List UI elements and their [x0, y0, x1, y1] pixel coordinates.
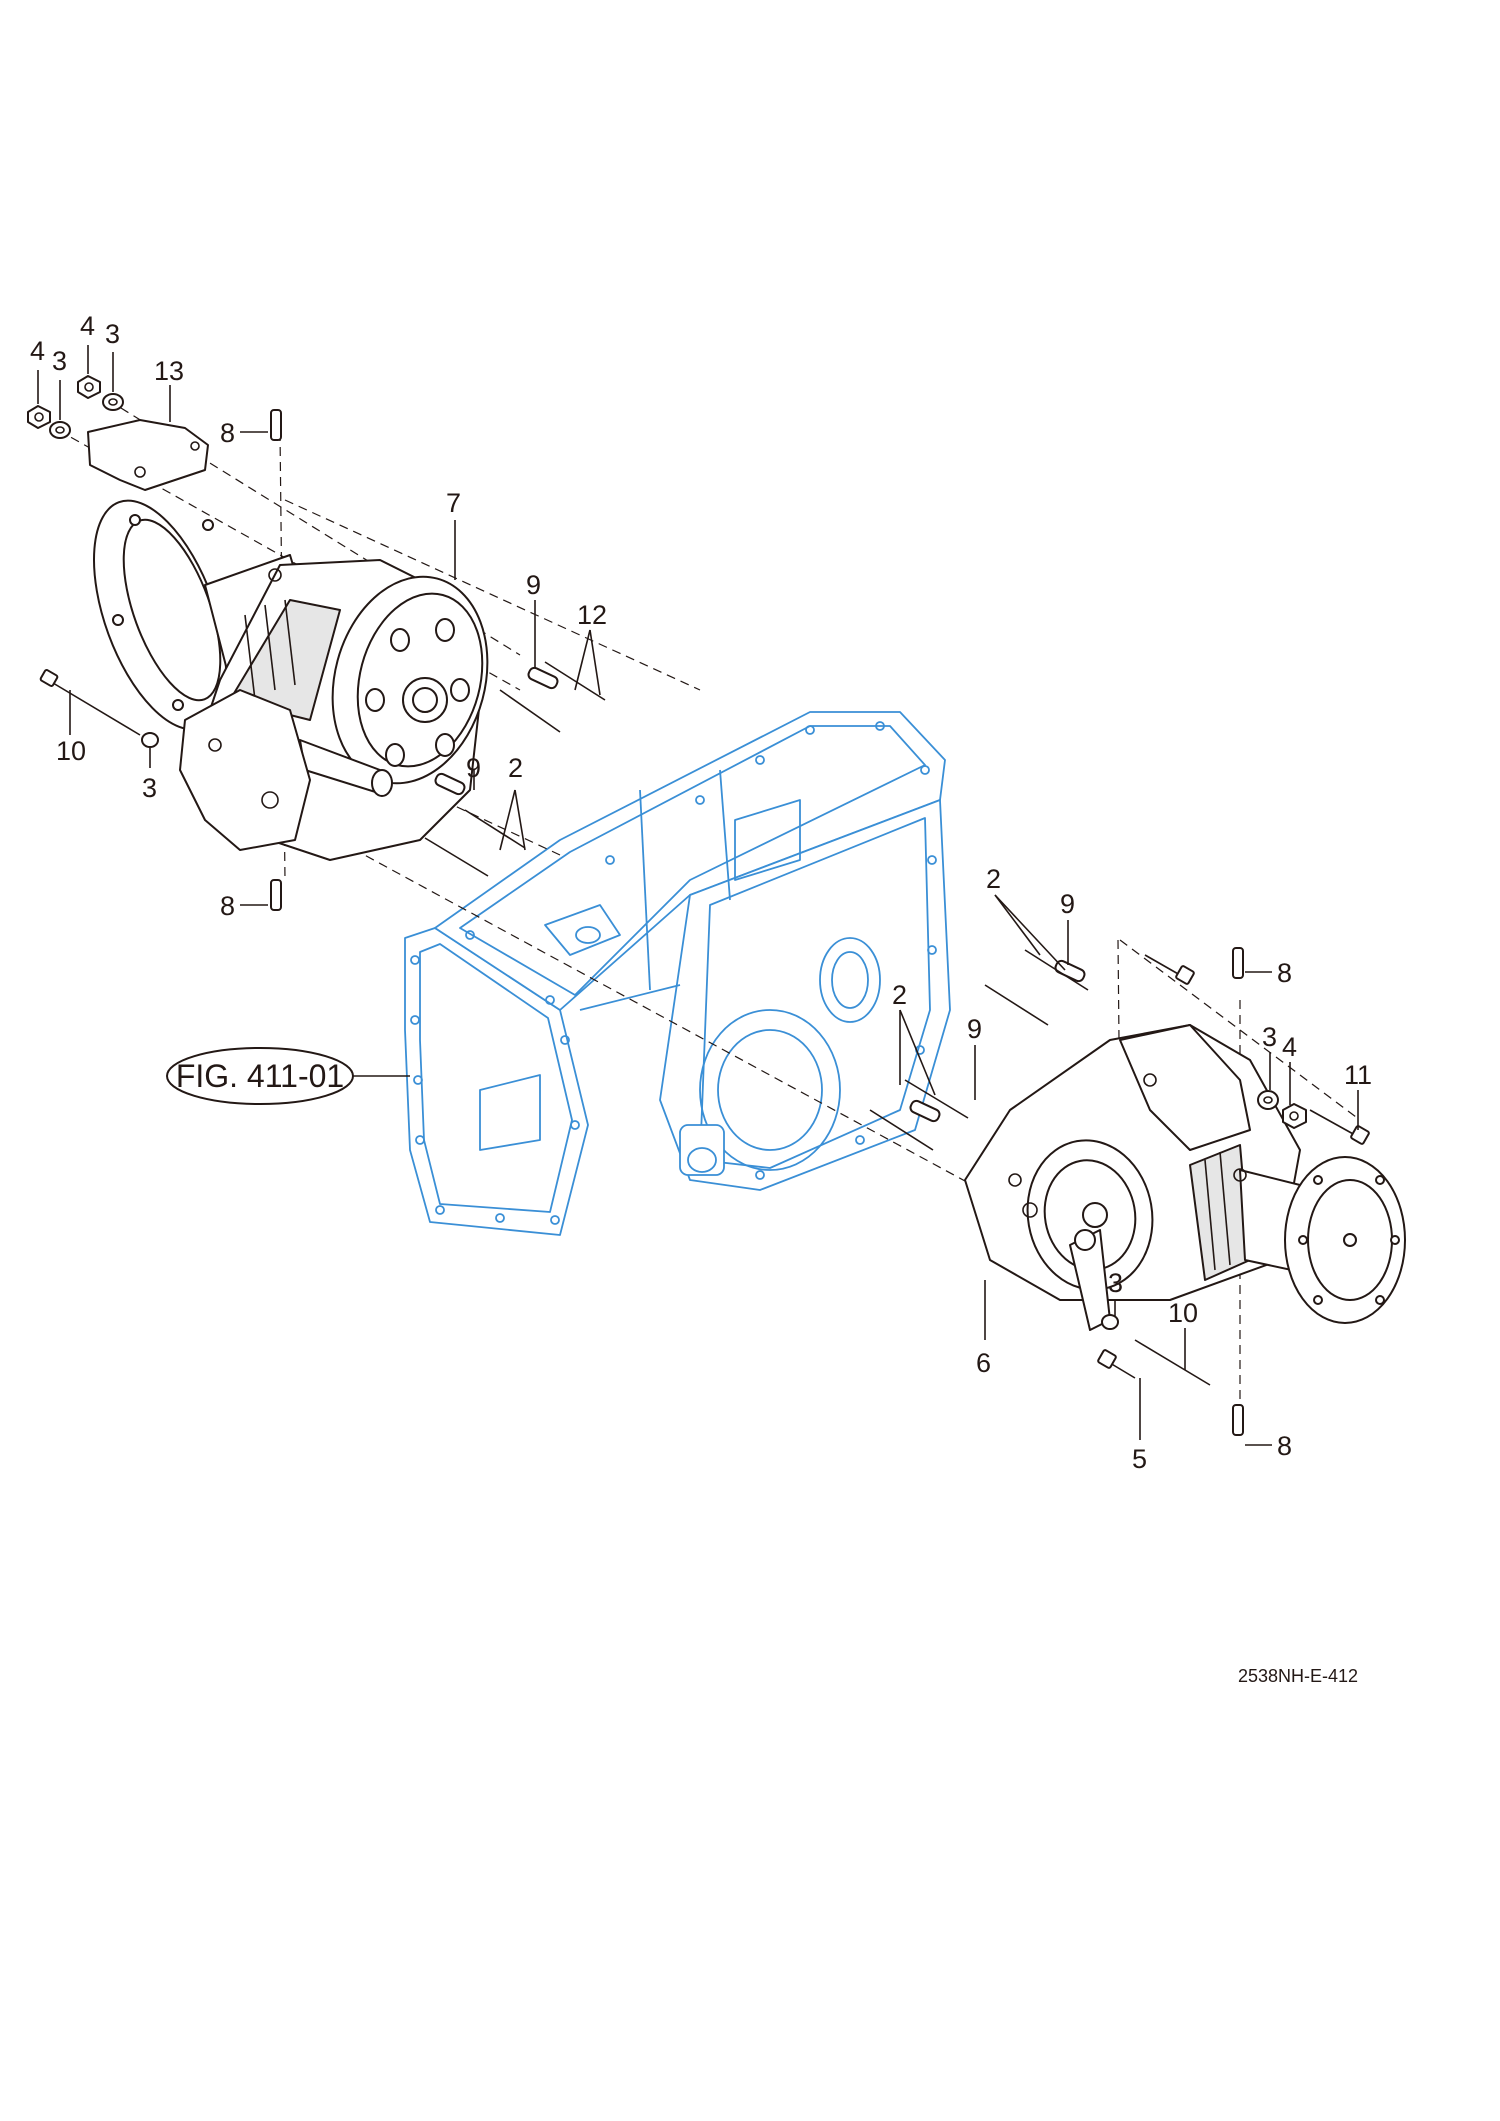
- figure-reference-label: FIG. 411-01: [176, 1058, 344, 1094]
- callout-13: 13: [154, 356, 184, 386]
- callout-11: 11: [1344, 1060, 1372, 1090]
- callout-2: 2: [892, 980, 907, 1010]
- callout-3: 3: [1262, 1022, 1277, 1052]
- callout-3: 3: [105, 319, 120, 349]
- callout-10: 10: [56, 736, 86, 766]
- figure-reference[interactable]: FIG. 411-01: [166, 1047, 354, 1105]
- flange-bolt-holes: [410, 721, 937, 1225]
- leader-lines: [37, 345, 1359, 1446]
- callout-4: 4: [1282, 1032, 1297, 1062]
- callout-8: 8: [1277, 1431, 1292, 1461]
- callout-9: 9: [967, 1014, 982, 1044]
- callout-7: 7: [446, 488, 461, 518]
- transmission-case-reference: [404, 711, 951, 1236]
- figure-reference-oval: [166, 1047, 354, 1105]
- callout-9: 9: [1060, 889, 1075, 919]
- small-parts: [27, 375, 1370, 1436]
- callout-8: 8: [220, 891, 235, 921]
- callout-4: 4: [30, 336, 45, 366]
- callout-6: 6: [976, 1348, 991, 1378]
- callout-3: 3: [1108, 1268, 1123, 1298]
- callout-3: 3: [142, 773, 157, 803]
- callout-9: 9: [526, 570, 541, 600]
- callout-2: 2: [986, 864, 1001, 894]
- callout-10: 10: [1168, 1298, 1198, 1328]
- callout-5: 5: [1132, 1444, 1147, 1474]
- callout-12: 12: [577, 600, 607, 630]
- callout-9: 9: [466, 753, 481, 783]
- callout-8: 8: [220, 418, 235, 448]
- final-drive-case-right: [964, 1024, 1406, 1331]
- callout-8: 8: [1277, 958, 1292, 988]
- callout-3: 3: [52, 346, 67, 376]
- callout-4: 4: [80, 311, 95, 341]
- nut-icon: [27, 405, 51, 429]
- callout-labels: 4 3 4 3 13 8 7 9 12 10 3 9 2 8 2 9 8 2 9…: [30, 311, 1372, 1474]
- drawing-code: 2538NH-E-412: [1238, 1666, 1358, 1686]
- callout-2: 2: [508, 753, 523, 783]
- final-drive-case-left: [93, 499, 489, 861]
